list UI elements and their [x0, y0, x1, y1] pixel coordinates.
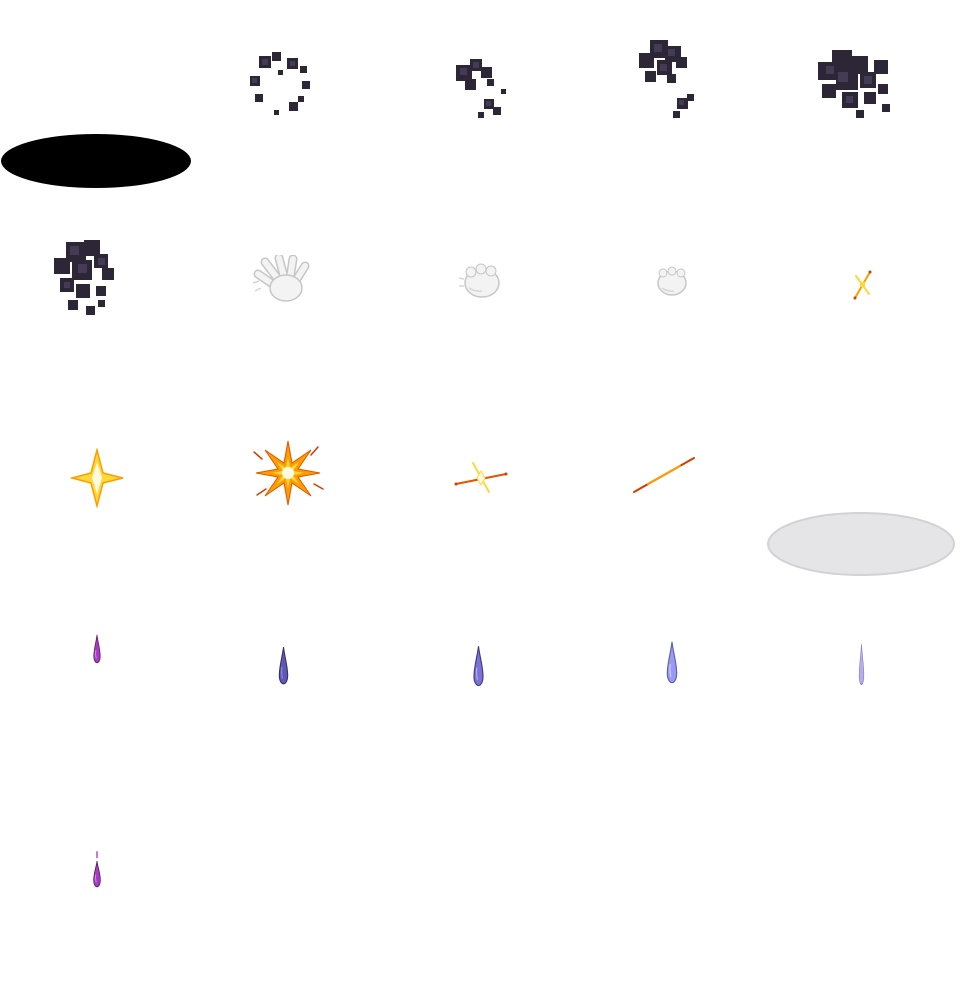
droplet-slate-purple-icon [277, 646, 290, 688]
smoke-cloud-large-icon [632, 38, 707, 138]
drop1-body [93, 634, 101, 664]
drop2-highlight [281, 666, 283, 679]
fist1-svg [458, 263, 500, 298]
drop5-svg [858, 644, 865, 685]
drop3-highlight [475, 667, 478, 681]
drop3-svg [473, 646, 484, 687]
platform-shape [767, 512, 955, 576]
smoke4-svg [818, 50, 890, 118]
drop3-body [473, 646, 484, 687]
fist2-crease [661, 287, 675, 292]
fist2-knuckles [658, 266, 686, 278]
smoke2-dark [456, 59, 506, 118]
smoke5-dark [54, 240, 114, 315]
shadow-shape [1, 134, 191, 188]
fist-small-icon [650, 262, 694, 304]
smoke4-mid [826, 66, 872, 103]
hand-open-svg [252, 255, 310, 302]
star-core [92, 462, 102, 494]
sparkle-thin-svg [454, 462, 508, 493]
black-shadow-ellipse-icon [0, 133, 192, 189]
sparkle-thin-tips [454, 472, 508, 486]
smoke-cloud-largest-icon [812, 48, 907, 143]
drop4-highlight [669, 663, 672, 677]
drop6-svg [93, 851, 101, 888]
drop5-body [858, 644, 865, 685]
spark-tiny-icon [845, 263, 880, 308]
open-hand-slap-icon [250, 255, 312, 307]
smoke3-svg [639, 40, 694, 118]
smoke5-svg [54, 240, 114, 315]
black-shadow-ellipse-svg [1, 134, 191, 188]
explosion-svg [253, 440, 324, 506]
drop6-highlight [95, 874, 97, 883]
drop4-svg [666, 641, 678, 684]
spark-svg [853, 270, 872, 300]
sparkle-four-point-star-icon [70, 448, 125, 508]
star-svg [70, 448, 124, 508]
smoke1-dark [250, 52, 310, 115]
drop1-svg [93, 634, 101, 664]
fist-punch-icon [455, 258, 505, 304]
platform-svg [767, 512, 955, 576]
hand-palm [269, 274, 303, 302]
smoke3-dark [639, 40, 694, 118]
diagonal-streak-icon [632, 454, 697, 496]
droplet-indigo-icon [471, 645, 486, 690]
streak-highlight [647, 465, 681, 485]
smoke4-dark [818, 50, 890, 118]
droplet-magenta-falling-icon [92, 850, 102, 892]
smoke-puff-medium-icon [448, 55, 518, 135]
sparkle-thin-core [476, 469, 486, 487]
smoke3-mid [654, 44, 684, 105]
smoke5-mid [64, 246, 105, 288]
fist2-svg [657, 266, 687, 296]
spark-center [860, 282, 865, 287]
explosion-red-streaks [253, 446, 324, 496]
drop6-body [93, 860, 101, 888]
grey-platform-ellipse-icon [766, 511, 956, 577]
hand-motion-lines [252, 280, 262, 292]
droplet-periwinkle-icon [665, 640, 679, 688]
sparkle-thin-cross-icon [452, 455, 510, 500]
explosion-core [282, 467, 294, 479]
drop2-svg [278, 646, 289, 685]
smoke1-svg [250, 52, 310, 115]
droplet-lavender-thin-icon [858, 643, 865, 689]
smoke2-svg [456, 59, 506, 118]
smoke2-mid [460, 62, 491, 106]
smoke-cloud-dense-icon [50, 238, 140, 333]
smoke1-mid [252, 59, 295, 83]
fist1-knuckles [465, 263, 497, 278]
drop1-highlight [95, 649, 97, 659]
drop2-body [278, 646, 289, 685]
spark-tips [853, 270, 872, 300]
droplet-magenta-small-icon [92, 634, 102, 666]
fist1-creases [458, 277, 483, 292]
explosion-starburst-icon [248, 438, 328, 508]
streak-svg [633, 457, 695, 493]
drop4-body [666, 641, 678, 684]
smoke-puff-dissipating-icon [245, 50, 320, 130]
